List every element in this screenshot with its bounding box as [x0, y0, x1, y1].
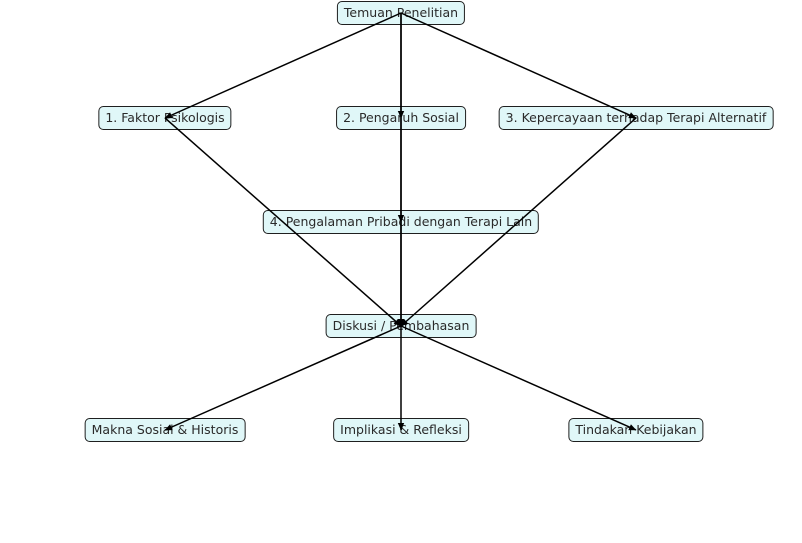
node-faktor-psikologis: 1. Faktor Psikologis	[98, 106, 232, 130]
edge-diskusi-to-tindakan	[400, 325, 637, 431]
edge-root-to-kepercayaan_terapi	[400, 12, 637, 119]
edge-root-to-faktor_psikologis	[164, 12, 402, 119]
node-tindakan-kebijakan: Tindakan Kebijakan	[568, 418, 704, 442]
node-pengaruh-sosial: 2. Pengaruh Sosial	[336, 106, 466, 130]
node-pengalaman-pribadi: 4. Pengalaman Pribadi dengan Terapi Lain	[262, 210, 540, 234]
node-makna-sosial-historis: Makna Sosial & Historis	[84, 418, 246, 442]
node-implikasi-refleksi: Implikasi & Refleksi	[333, 418, 469, 442]
node-diskusi-pembahasan: Diskusi / Pembahasan	[325, 314, 477, 338]
edge-diskusi-to-makna_sosial	[164, 325, 402, 431]
node-temuan-penelitian: Temuan Penelitian	[336, 1, 466, 25]
node-kepercayaan-terapi-alternatif: 3. Kepercayaan terhadap Terapi Alternati…	[498, 106, 774, 130]
